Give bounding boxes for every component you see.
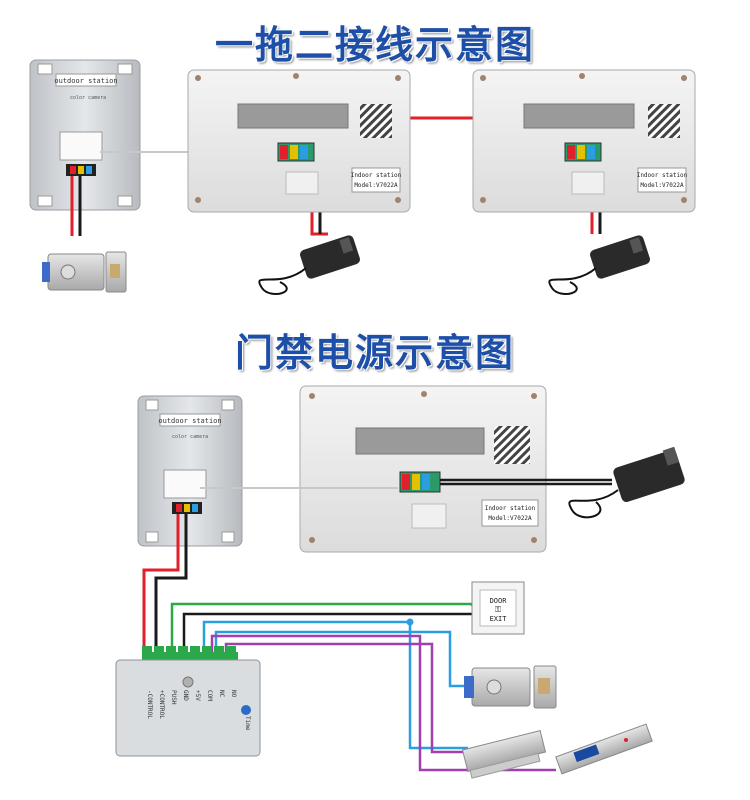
indoor2-model: Model:V7022A — [640, 182, 684, 189]
indoor-station-1: Indoor station Model:V7022A — [187, 69, 411, 213]
terminal-nc: NC — [218, 690, 225, 698]
bolt-lock — [555, 723, 653, 775]
electric-lock-bottom — [464, 665, 557, 709]
terminal-no: NO — [230, 690, 237, 698]
outdoor-station-top: outdoor station color camera — [29, 59, 141, 211]
outdoor-name-top: outdoor station — [54, 77, 117, 85]
indoor2-name: Indoor station — [637, 172, 688, 179]
terminal-neg-control: -CONTROL — [146, 690, 153, 719]
terminal-5v: +5V — [194, 690, 201, 701]
indoor-bottom-model: Model:V7022A — [488, 515, 532, 522]
terminal-gnd: GND — [182, 690, 189, 701]
electric-lock-top — [42, 251, 127, 293]
magnetic-lock — [461, 730, 547, 779]
indoor1-name: Indoor station — [351, 172, 402, 179]
terminal-push: PUSH — [170, 690, 177, 705]
exit-exit-text: EXIT — [490, 615, 508, 623]
indoor-station-2: Indoor station Model:V7022A — [472, 69, 696, 213]
exit-door-text: DOOR — [490, 597, 508, 605]
outdoor-name-bottom: outdoor station — [158, 417, 221, 425]
outdoor-sub-bottom: color camera — [172, 434, 208, 440]
power-adapter-bottom — [568, 446, 685, 519]
access-power-box: -CONTROL +CONTROL PUSH GND +5V COM NC NO… — [115, 646, 261, 757]
door-exit-button: DOOR ⚿ EXIT — [471, 581, 525, 635]
power-adapter-2 — [548, 235, 650, 295]
indoor1-model: Model:V7022A — [354, 182, 398, 189]
outdoor-station-bottom: outdoor station color camera — [137, 395, 243, 547]
indoor-bottom-name: Indoor station — [485, 505, 536, 512]
power-adapter-1 — [258, 235, 360, 295]
terminal-pos-control: +CONTROL — [158, 690, 165, 719]
time-label: Time — [244, 716, 251, 731]
key-icon: ⚿ — [495, 605, 501, 614]
outdoor-sub-top: color camera — [70, 95, 106, 101]
indoor-station-bottom: Indoor station Model:V7022A — [299, 385, 547, 553]
title-door-access-power: 门禁电源示意图 — [234, 331, 515, 375]
terminal-com: COM — [206, 690, 213, 701]
title-one-to-two-wiring: 一拖二接线示意图 — [214, 23, 535, 67]
